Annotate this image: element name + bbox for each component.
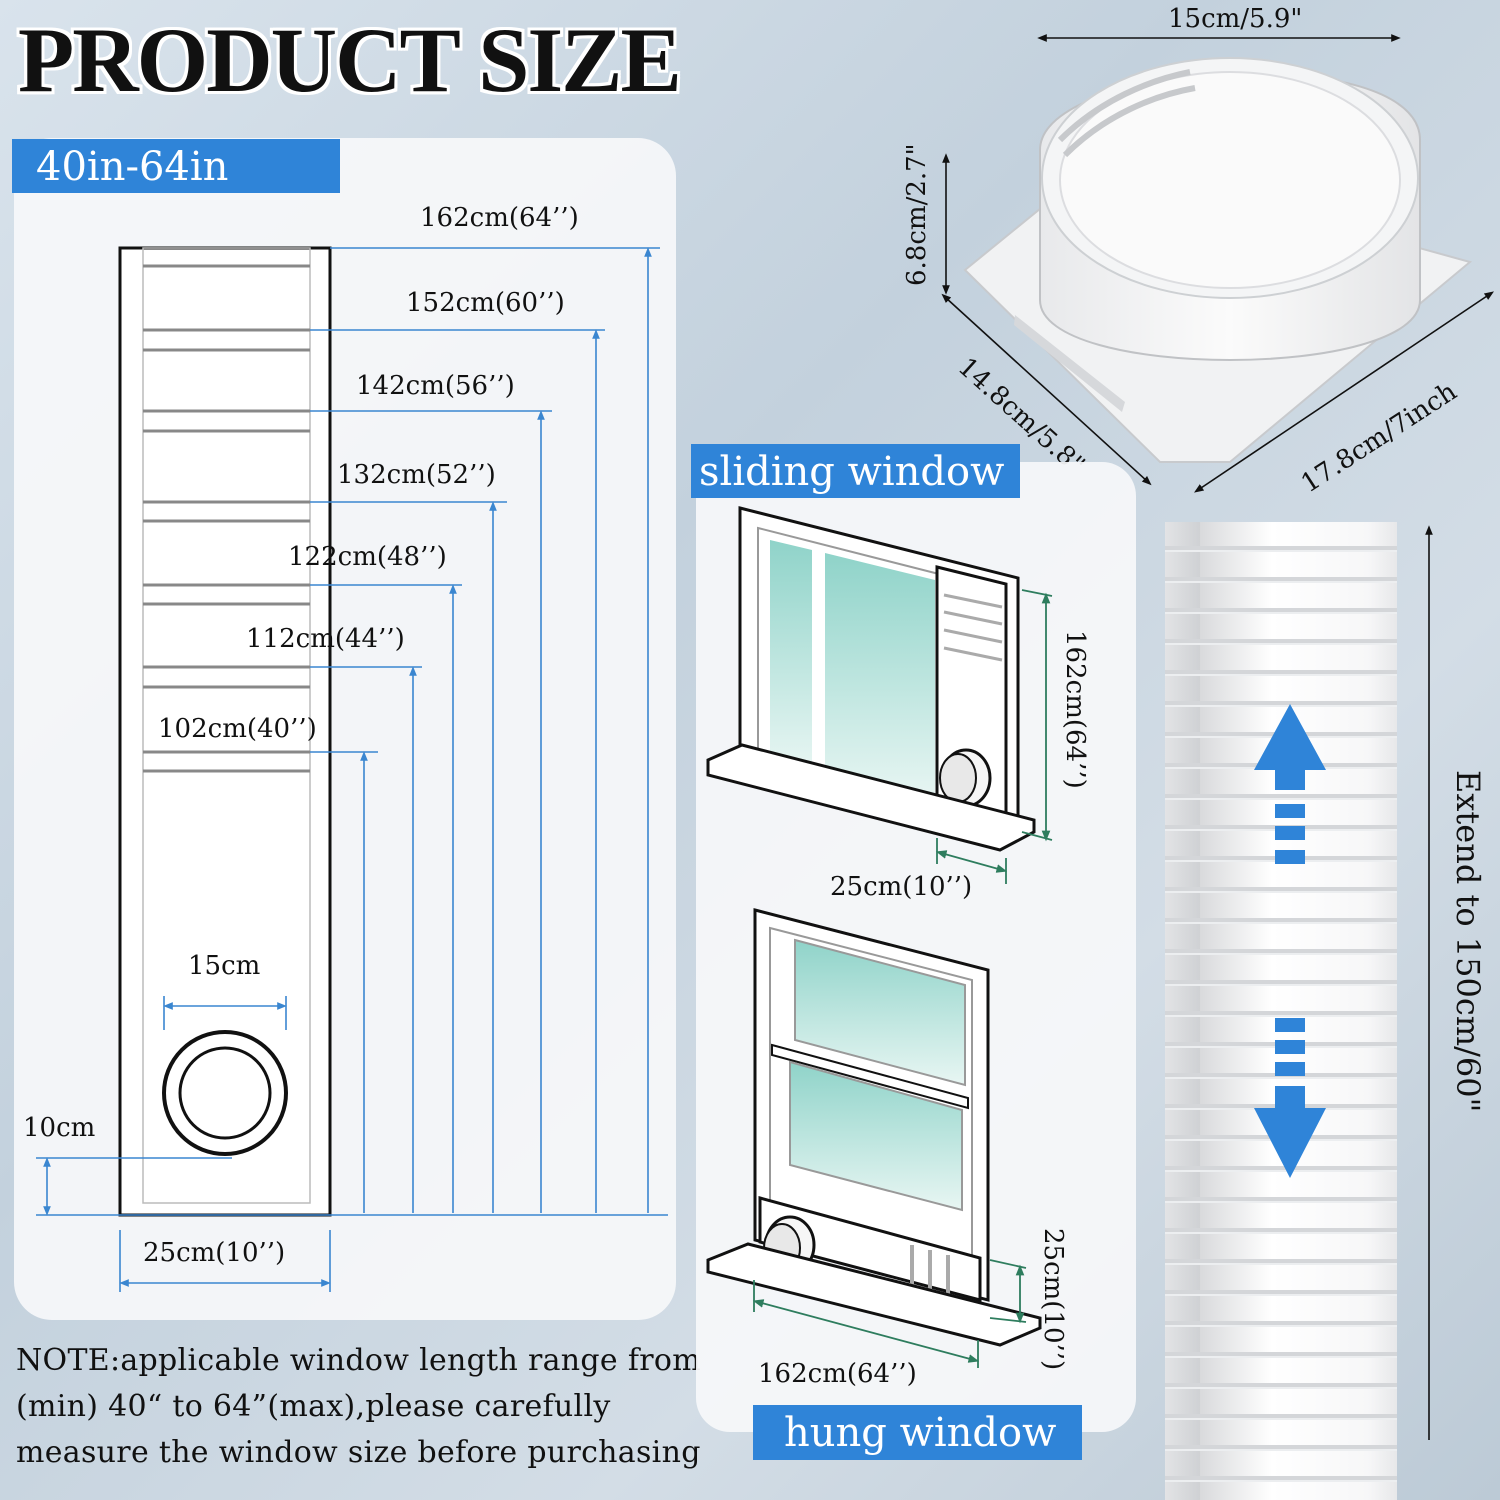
sliding-window-drawing [706,506,1036,852]
extend-down-arrow-icon [1254,1086,1326,1178]
sliding-window-label: sliding window [699,449,1005,495]
dim-height-162: 162cm(64’’) [420,203,579,233]
dim-height-152: 152cm(60’’) [406,288,565,318]
panel-outline [118,246,332,1217]
range-tag: 40in-64in [12,139,340,193]
window-panel-diagram [36,246,668,1292]
exhaust-hole [162,1030,288,1156]
hung-window-drawing [706,908,1042,1347]
dim-hung-width: 162cm(64’’) [758,1359,917,1389]
hung-window-label: hung window [784,1410,1057,1456]
extend-up-arrow-icon [1254,704,1326,790]
window-illustrations [706,506,1053,1368]
dim-height-112: 112cm(44’’) [246,624,405,654]
dim-connector-top: 15cm/5.9" [1168,4,1303,34]
dim-hung-height: 25cm(10’’) [1038,1228,1068,1371]
dim-hole-width: 15cm [188,951,261,981]
dim-height-142: 142cm(56’’) [356,371,515,401]
exhaust-hose [1165,522,1433,1500]
dim-connector-height: 6.8cm/2.7" [902,143,932,286]
page-title: PRODUCT SIZE [18,9,682,111]
dim-height-102: 102cm(40’’) [158,714,317,744]
dim-panel-width: 25cm(10’’) [143,1238,286,1268]
sliding-window-tag: sliding window [691,444,1020,498]
note-text: NOTE:applicable window length range from… [16,1343,701,1470]
dim-sliding-height: 162cm(64’’) [1060,630,1090,789]
range-tag-label: 40in-64in [36,144,229,190]
dim-sliding-width: 25cm(10’’) [830,872,973,902]
window-connector-diagram [941,34,1494,493]
hose-extend-label: Extend to 150cm/60" [1449,770,1487,1113]
dim-hole-offset: 10cm [23,1113,96,1143]
dim-height-132: 132cm(52’’) [337,460,496,490]
hung-window-tag: hung window [753,1405,1082,1460]
dim-height-122: 122cm(48’’) [288,542,447,572]
